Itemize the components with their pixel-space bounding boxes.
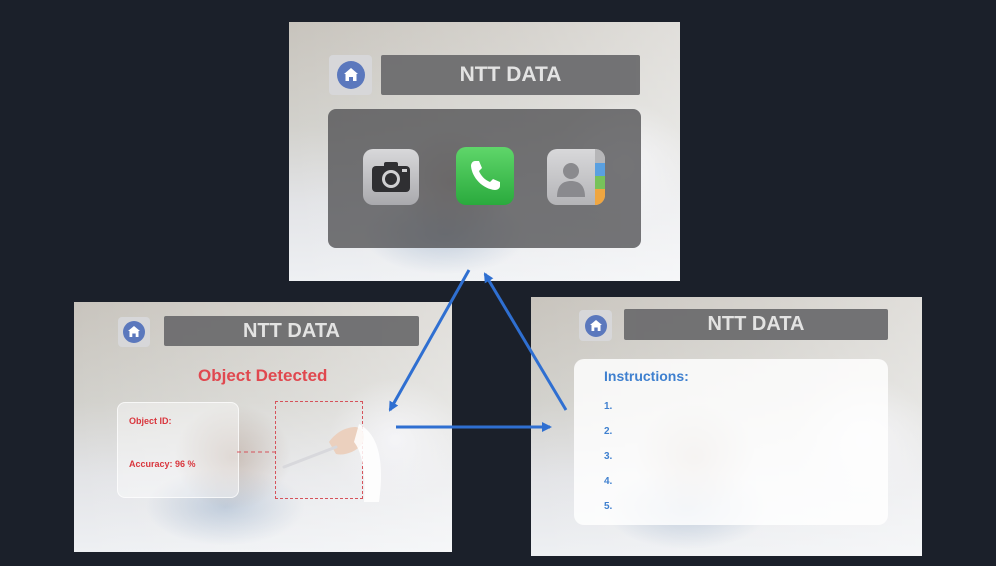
instruction-step: 4. xyxy=(604,476,613,487)
instruction-step: 5. xyxy=(604,501,613,512)
home-icon xyxy=(336,61,365,89)
screen-object-detection: NTT DATA Object Detected Object ID: Accu… xyxy=(74,302,452,552)
home-icon xyxy=(584,314,607,337)
camera-icon[interactable] xyxy=(363,149,419,205)
home-button[interactable] xyxy=(579,310,612,341)
object-detected-heading: Object Detected xyxy=(198,366,328,385)
detection-connector xyxy=(237,424,382,502)
home-icon xyxy=(123,321,145,343)
instruction-step: 3. xyxy=(604,451,613,462)
object-id-label: Object ID: xyxy=(129,416,172,426)
phone-icon[interactable] xyxy=(456,147,514,205)
contacts-icon[interactable] xyxy=(547,149,605,205)
instruction-step: 1. xyxy=(604,401,613,412)
screen-home: NTT DATA xyxy=(289,22,680,281)
home-button[interactable] xyxy=(118,317,150,347)
screen-instructions: NTT DATA Instructions: 1. 2. 3. 4. 5. xyxy=(531,297,922,556)
instructions-heading: Instructions: xyxy=(604,368,689,384)
home-button[interactable] xyxy=(329,55,372,95)
app-title: NTT DATA xyxy=(381,55,640,95)
instruction-step: 2. xyxy=(604,426,613,437)
instructions-panel xyxy=(574,359,888,525)
arrow-home-to-detection xyxy=(388,269,471,412)
object-info-panel xyxy=(117,402,239,498)
accuracy-label: Accuracy: 96 % xyxy=(129,459,196,469)
arrow-instructions-to-home xyxy=(483,272,568,411)
app-title: NTT DATA xyxy=(624,309,888,340)
app-title: NTT DATA xyxy=(164,316,419,346)
